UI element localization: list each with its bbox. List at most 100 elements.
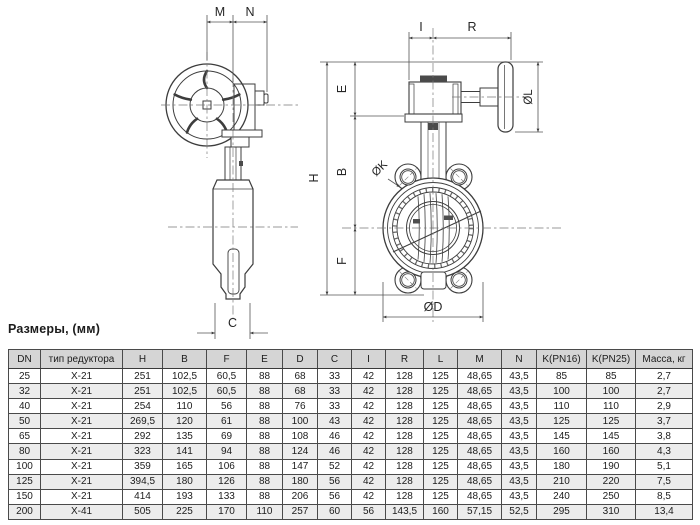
table-cell: 80 [8,443,41,460]
table-cell: 65 [8,428,41,445]
table-cell: 3,8 [635,428,693,445]
table-cell: 46 [317,443,352,460]
table-cell: 125 [423,458,458,475]
table-cell: 60 [317,503,352,520]
table-cell: 160 [423,503,458,520]
table-cell: 250 [586,488,636,505]
valve-front [382,122,484,294]
table-cell: 128 [385,383,424,400]
table-cell: 100 [586,383,636,400]
table-cell: 147 [282,458,318,475]
table-cell: 225 [162,503,207,520]
table-cell: 3,7 [635,413,693,430]
front-view-drawing: H E B F I R [307,20,562,322]
table-cell: 102,5 [162,367,207,385]
dim-label-i: I [419,20,422,34]
table-cell: 42 [351,473,386,490]
table-cell: 2,7 [635,367,693,385]
table-cell: 128 [385,488,424,505]
table-cell: 88 [246,473,283,490]
table-cell: 125 [423,383,458,400]
table-cell: 251 [122,383,163,400]
table-cell: 4,3 [635,443,693,460]
table-cell: 56 [351,503,386,520]
table-cell: 180 [162,473,207,490]
table-cell: 128 [385,473,424,490]
table-cell: 206 [282,488,318,505]
table-cell: 150 [8,488,41,505]
table-cell: 43,5 [501,428,537,445]
dim-label-h: H [307,173,321,182]
table-cell: 128 [385,458,424,475]
dim-label-f: F [335,257,349,265]
table-cell: 125 [423,428,458,445]
table-cell: 124 [282,443,318,460]
table-cell: Х-21 [40,443,123,460]
table-cell: 145 [586,428,636,445]
table-cell: 310 [586,503,636,520]
table-title: Размеры, (мм) [8,322,101,336]
table-cell: 128 [385,413,424,430]
table-cell: 5,1 [635,458,693,475]
table-cell: 128 [385,367,424,385]
gearbox-front [404,75,499,130]
table-cell: 125 [423,473,458,490]
dim-label-b: B [335,168,349,176]
table-cell: 269,5 [122,413,163,430]
table-cell: 505 [122,503,163,520]
table-cell: 32 [8,383,41,400]
table-cell: 100 [536,383,587,400]
column-header: E [246,349,283,369]
column-header: D [282,349,318,369]
table-cell: 7,5 [635,473,693,490]
table-cell: 60,5 [206,383,247,400]
table-cell: Х-21 [40,413,123,430]
table-cell: 133 [206,488,247,505]
table-cell: 110 [536,398,587,415]
table-cell: 110 [246,503,283,520]
table-cell: Х-41 [40,503,123,520]
table-cell: Х-21 [40,488,123,505]
table-cell: 43,5 [501,383,537,400]
table-cell: 125 [586,413,636,430]
table-cell: 193 [162,488,207,505]
dim-label-n: N [245,5,254,19]
table-cell: 33 [317,398,352,415]
table-cell: 125 [423,488,458,505]
table-cell: 126 [206,473,247,490]
table-cell: 102,5 [162,383,207,400]
table-cell: 42 [351,428,386,445]
table-cell: 125 [8,473,41,490]
table-cell: 56 [206,398,247,415]
table-cell: Х-21 [40,458,123,475]
table-cell: 69 [206,428,247,445]
table-cell: 128 [385,428,424,445]
table-cell: 43,5 [501,443,537,460]
column-header: R [385,349,424,369]
table-cell: 43,5 [501,367,537,385]
dimension-i-r: I R [408,20,512,80]
table-cell: 108 [282,428,318,445]
table-cell: 143,5 [385,503,424,520]
table-cell: 88 [246,488,283,505]
dim-label-e: E [335,85,349,93]
column-header: K(PN16) [536,349,587,369]
table-cell: 359 [122,458,163,475]
table-cell: 48,65 [457,398,502,415]
table-cell: 160 [536,443,587,460]
table-cell: 85 [536,367,587,385]
table-cell: 125 [423,367,458,385]
table-cell: 125 [423,398,458,415]
table-cell: Х-21 [40,367,123,385]
table-cell: 2,9 [635,398,693,415]
